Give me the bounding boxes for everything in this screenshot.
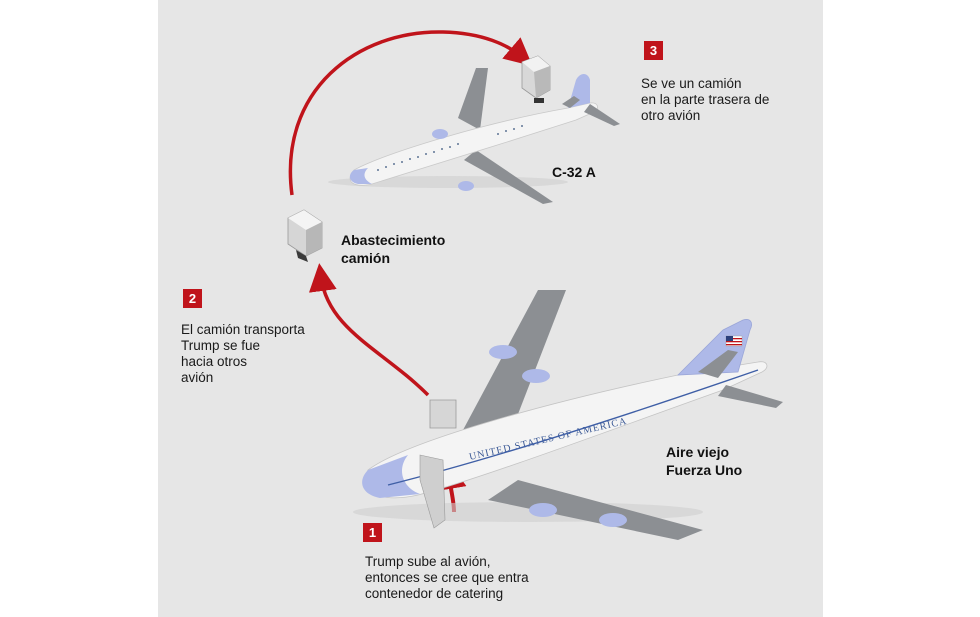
step-1-note: Trump sube al avión, entonces se cree qu… xyxy=(365,554,529,601)
us-flag-icon xyxy=(725,335,743,347)
arrow-icon xyxy=(288,30,533,196)
infographic-illustration: UNITED STATES OF AMERICA xyxy=(287,30,783,540)
step-2-note: El camión transporta Trump se fue hacia … xyxy=(181,322,305,385)
af1-label: Aire viejo Fuerza Uno xyxy=(666,444,743,478)
airplane-icon: UNITED STATES OF AMERICA xyxy=(353,290,783,540)
truck-label: Abastecimiento camión xyxy=(341,232,446,266)
c32a-label: C-32 A xyxy=(552,164,596,180)
step-3-note: Se ve un camión en la parte trasera de o… xyxy=(641,76,770,123)
truck-icon xyxy=(287,209,323,262)
arrow-icon xyxy=(308,263,430,397)
truck-icon xyxy=(521,55,551,103)
step-1-badge: 1 xyxy=(363,523,382,542)
infographic-canvas: UNITED STATES OF AMERICA 3 2 1 Se ve un … xyxy=(158,0,823,617)
step-2-badge: 2 xyxy=(183,289,202,308)
step-3-badge: 3 xyxy=(644,41,663,60)
airplane-icon xyxy=(328,68,620,204)
